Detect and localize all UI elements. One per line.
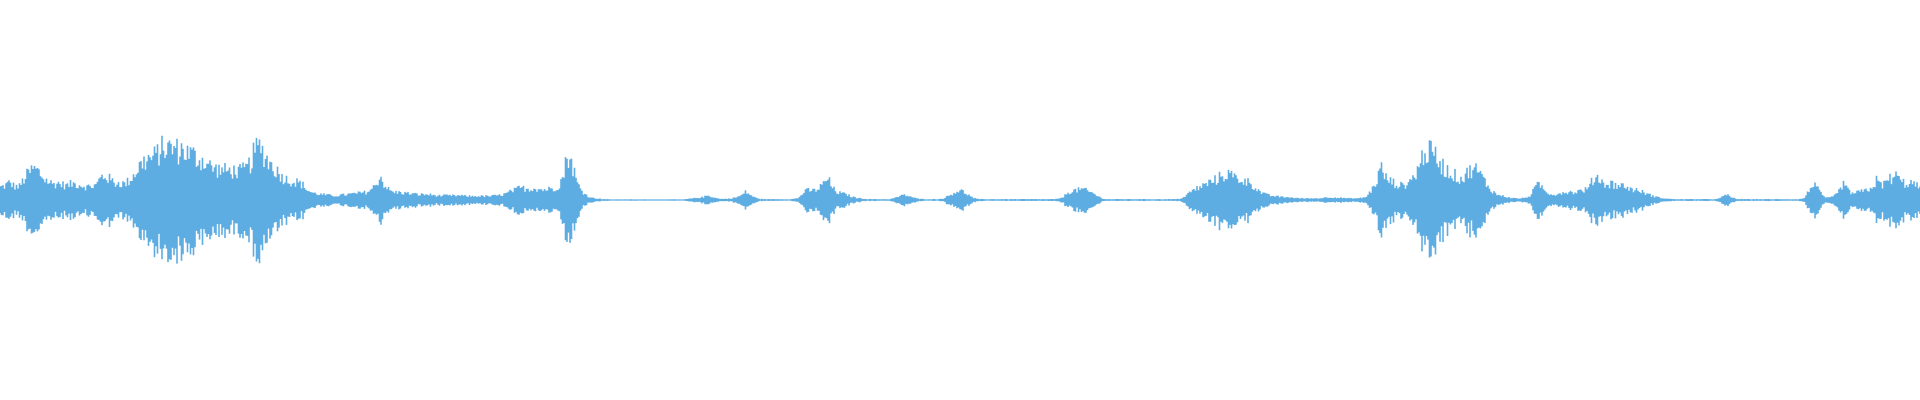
waveform-peaks: [0, 135, 1920, 264]
